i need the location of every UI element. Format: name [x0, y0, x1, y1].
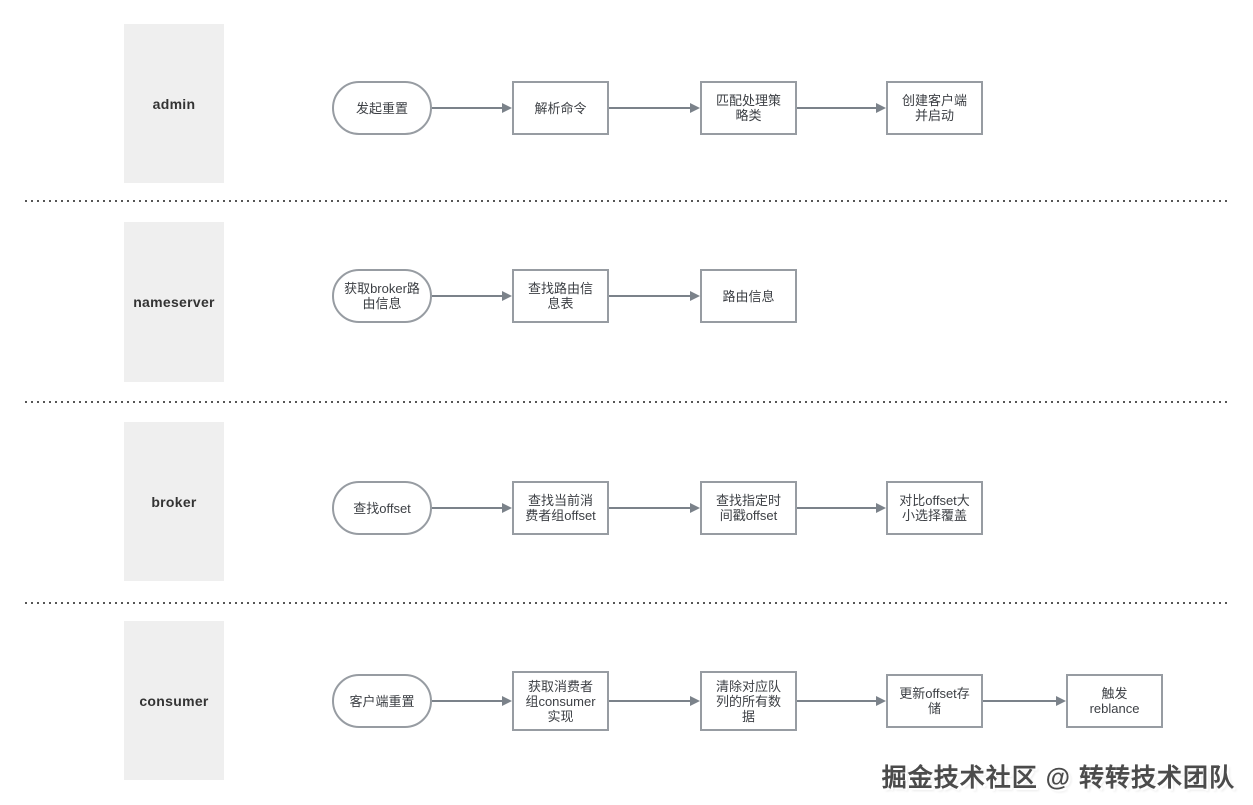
node-label: 匹配处理策 略类 — [715, 93, 781, 123]
node-find-route-table: 查找路由信 息表 — [512, 269, 609, 323]
flow-arrow — [797, 696, 886, 706]
lane-label-text: admin — [152, 95, 196, 112]
node-label: 查找offset — [353, 500, 411, 516]
watermark: 掘金技术社区 @ 转转技术团队 — [881, 764, 1235, 792]
node-label: 清除对应队 列的所有数 据 — [715, 678, 781, 724]
lane-divider — [25, 200, 1230, 202]
node-label: 触发 reblance — [1089, 686, 1140, 716]
flow-arrow — [432, 696, 512, 706]
node-route-info: 路由信息 — [700, 269, 797, 323]
flow-arrow — [609, 103, 700, 113]
node-label: 查找当前消 费者组offset — [525, 493, 596, 523]
node-compare-offset-override: 对比offset大 小选择覆盖 — [886, 481, 983, 535]
flow-arrow — [609, 503, 700, 513]
flow-arrow — [797, 503, 886, 513]
node-label: 解析命令 — [534, 100, 587, 116]
node-client-reset: 客户端重置 — [332, 674, 432, 728]
lane-label-text: nameserver — [133, 294, 215, 310]
node-label: 查找指定时 间戳offset — [715, 493, 781, 523]
flow-arrow — [432, 103, 512, 113]
node-label: 创建客户端 并启动 — [901, 93, 967, 123]
node-update-offset-store: 更新offset存 储 — [886, 674, 983, 728]
node-match-strategy: 匹配处理策 略类 — [700, 81, 797, 135]
node-find-timestamp-offset: 查找指定时 间戳offset — [700, 481, 797, 535]
node-create-client: 创建客户端 并启动 — [886, 81, 983, 135]
node-parse-command: 解析命令 — [512, 81, 609, 135]
lane-label-text: broker — [151, 493, 197, 510]
node-find-current-group-offset: 查找当前消 费者组offset — [512, 481, 609, 535]
node-label: 查找路由信 息表 — [527, 281, 593, 311]
flow-arrow — [609, 696, 700, 706]
node-label: 客户端重置 — [349, 693, 415, 709]
node-get-consumer-impl: 获取消费者 组consumer 实现 — [512, 671, 609, 731]
node-label: 更新offset存 储 — [899, 686, 970, 716]
node-label: 发起重置 — [355, 100, 408, 116]
node-label: 获取消费者 组consumer 实现 — [525, 678, 596, 724]
lane-label-consumer: consumer — [124, 621, 224, 780]
node-clear-queue-data: 清除对应队 列的所有数 据 — [700, 671, 797, 731]
node-label: 获取broker路 由信息 — [344, 281, 420, 311]
node-find-offset: 查找offset — [332, 481, 432, 535]
node-label: 路由信息 — [722, 288, 775, 304]
lane-label-broker: broker — [124, 422, 224, 581]
lane-divider — [25, 602, 1230, 604]
lane-label-nameserver: nameserver — [124, 222, 224, 382]
flow-arrow — [432, 291, 512, 301]
flow-arrow — [797, 103, 886, 113]
flow-arrow — [609, 291, 700, 301]
node-initiate-reset: 发起重置 — [332, 81, 432, 135]
lane-divider — [25, 401, 1230, 403]
lane-label-admin: admin — [124, 24, 224, 183]
lane-label-text: consumer — [139, 692, 209, 709]
node-trigger-rebalance: 触发 reblance — [1066, 674, 1163, 728]
flow-arrow — [983, 696, 1066, 706]
node-label: 对比offset大 小选择覆盖 — [899, 493, 970, 523]
node-get-broker-route: 获取broker路 由信息 — [332, 269, 432, 323]
flow-arrow — [432, 503, 512, 513]
